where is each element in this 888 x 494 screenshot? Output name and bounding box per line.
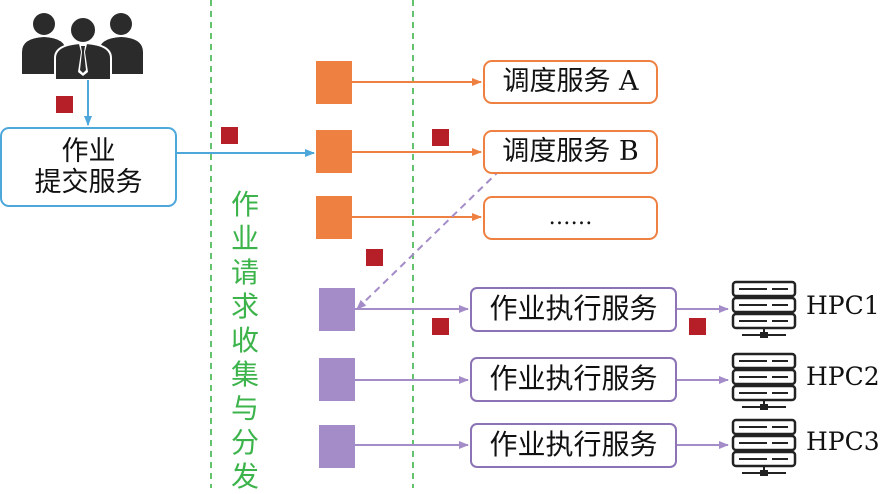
server-icon [731,418,797,476]
executor-3-box: 作业执行服务 [470,423,677,468]
collect-dispatch-label: 作业请求收集与分发 [230,188,259,493]
executor-queue-2 [319,358,355,401]
scheduler-queue-c [316,196,352,239]
hpc2-label: HPC2 [806,362,880,391]
submit-service-box: 作业 提交服务 [0,127,177,207]
executor-2-box: 作业执行服务 [470,357,677,402]
server-icon [731,280,797,338]
job-token-icon [432,318,449,335]
job-token-icon [221,127,238,144]
job-token-icon [432,129,449,146]
job-token-icon [689,318,706,335]
scheduler-queue-a [316,61,352,104]
executor-queue-3 [319,425,355,468]
scheduler-more-box: …… [483,196,658,240]
submit-service-line1: 作业 [61,135,116,167]
submit-service-line2: 提交服务 [34,167,143,198]
dispatch-arrow [356,169,501,310]
executor-queue-1 [319,288,355,331]
scheduler-a-box: 调度服务 A [483,60,658,104]
executor-1-box: 作业执行服务 [470,287,677,332]
hpc1-label: HPC1 [806,291,880,320]
users-icon [22,13,143,81]
scheduler-queue-b [316,130,352,173]
server-icon [731,352,797,410]
hpc3-label: HPC3 [806,427,880,456]
scheduler-b-box: 调度服务 B [483,130,658,174]
job-token-icon [56,96,73,113]
job-token-icon [366,249,383,266]
